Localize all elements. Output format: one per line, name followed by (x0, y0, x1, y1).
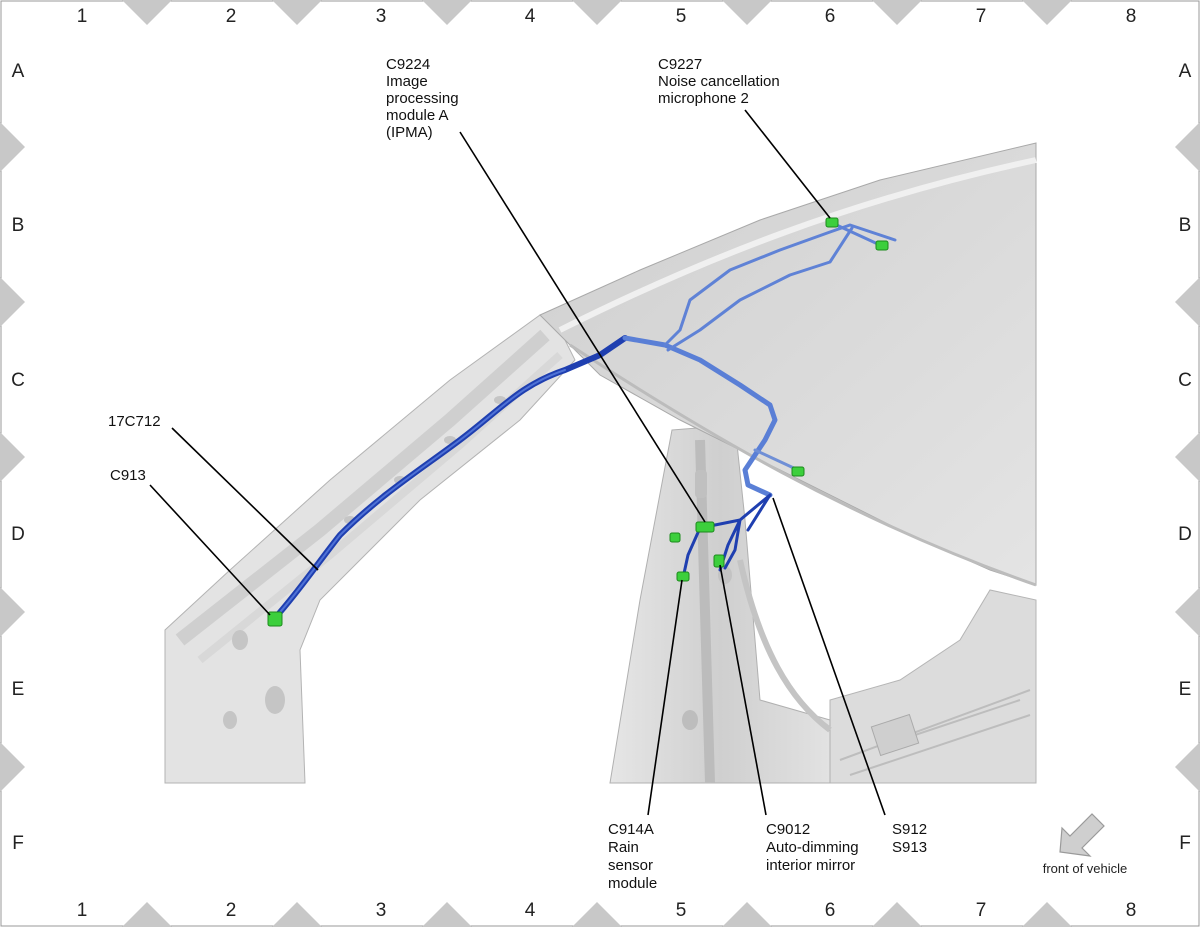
grid-row-d: D (11, 524, 25, 545)
grid-col-4-bottom: 4 (525, 900, 536, 921)
arrow-down-left-icon (1059, 813, 1105, 857)
roof-panel (539, 142, 1037, 586)
connector-ipma-aux (669, 532, 681, 543)
grid-row-d-right: D (1178, 524, 1192, 545)
harness-roof-trunk (622, 335, 778, 498)
connector-roof-branch (791, 466, 805, 477)
label-c9224: C9224 Image processing module A (IPMA) (386, 56, 463, 141)
grid-col-7-bottom: 7 (976, 900, 987, 921)
leader-c913 (149, 484, 271, 616)
grid-col-8: 8 (1126, 6, 1137, 27)
orientation-label: front of vehicle (1043, 861, 1128, 876)
connector-c913 (267, 611, 283, 627)
grid-row-b: B (12, 215, 25, 236)
connectors (267, 217, 889, 627)
leader-c914a (647, 579, 683, 816)
grid-row-c: C (11, 370, 25, 391)
grid-row-f: F (12, 833, 24, 854)
connector-c9012 (713, 554, 725, 568)
grid-row-f-right: F (1179, 833, 1191, 854)
leader-c9012 (719, 564, 767, 816)
grid-col-5-bottom: 5 (676, 900, 687, 921)
grid-col-7: 7 (976, 6, 987, 27)
leader-c9224 (459, 131, 706, 523)
grid-row-a: A (12, 61, 25, 82)
vehicle-body (164, 142, 1037, 784)
grid-row-e: E (12, 679, 25, 700)
grid-col-1: 1 (77, 6, 88, 27)
connector-c9224 (695, 521, 715, 533)
label-s912-s913: S912 S913 (892, 821, 931, 856)
grid-row-c-right: C (1178, 370, 1192, 391)
connector-microphone-end (875, 240, 889, 251)
leader-lines (149, 109, 886, 816)
grid-col-1-bottom: 1 (77, 900, 88, 921)
connector-c914a (676, 571, 690, 582)
grid-column-labels-bottom: 1 2 3 4 5 6 7 8 (77, 900, 1137, 921)
grid-col-4: 4 (525, 6, 536, 27)
label-c9227: C9227 Noise cancellation microphone 2 (658, 56, 784, 107)
grid-row-e-right: E (1179, 679, 1192, 700)
grid-column-labels-top: 1 2 3 4 5 6 7 8 (77, 6, 1137, 27)
grid-row-labels-right: A B C D E F (1178, 61, 1192, 854)
grid-row-labels-left: A B C D E F (11, 61, 25, 854)
grid-col-8-bottom: 8 (1126, 900, 1137, 921)
floor-panel (829, 589, 1037, 784)
harness-microphone-branch (663, 223, 897, 347)
leader-s912 (772, 497, 886, 816)
grid-col-3-bottom: 3 (376, 900, 387, 921)
grid-col-6: 6 (825, 6, 836, 27)
wiring-harness (272, 220, 897, 621)
harness-pillar-drop (681, 493, 772, 580)
grid-col-2: 2 (226, 6, 237, 27)
grid-col-5: 5 (676, 6, 687, 27)
grid-row-b-right: B (1179, 215, 1192, 236)
grid-col-2-bottom: 2 (226, 900, 237, 921)
leader-c9227 (744, 109, 831, 219)
grid-row-a-right: A (1179, 61, 1192, 82)
label-c9012: C9012 Auto-dimming interior mirror (766, 821, 863, 874)
label-c913: C913 (110, 467, 146, 484)
leader-17c712 (171, 427, 319, 571)
label-17c712: 17C712 (108, 413, 161, 430)
grid-col-3: 3 (376, 6, 387, 27)
label-c914a: C914A Rain sensor module (608, 821, 657, 892)
orientation-indicator: front of vehicle (1043, 813, 1128, 876)
grid-col-6-bottom: 6 (825, 900, 836, 921)
connector-c9227 (825, 217, 839, 228)
